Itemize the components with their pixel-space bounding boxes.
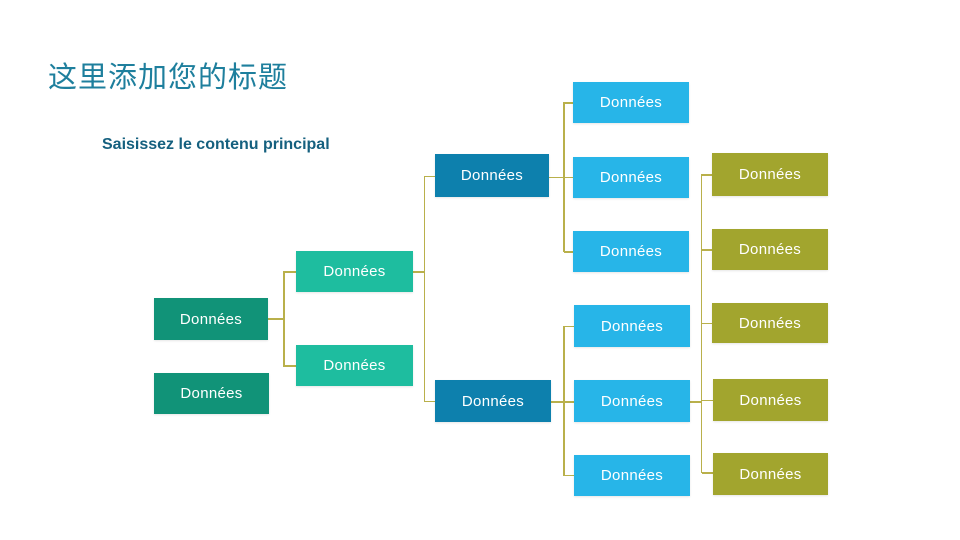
node-cyan-4: Données bbox=[574, 305, 690, 347]
connector-to-olive-5 bbox=[702, 472, 713, 474]
node-cyan-3: Données bbox=[573, 231, 689, 272]
node-cyan-2: Données bbox=[573, 157, 689, 198]
connector-to-olive-3 bbox=[702, 322, 712, 324]
connector-to-teal-2 bbox=[284, 365, 296, 367]
connector-to-cyan-3 bbox=[564, 251, 573, 253]
node-teal-2: Données bbox=[296, 345, 413, 386]
node-cyan-1: Données bbox=[573, 82, 689, 123]
node-olive-2: Données bbox=[712, 229, 828, 270]
connector-rail-level3 bbox=[423, 175, 425, 402]
node-blue-2: Données bbox=[435, 380, 551, 422]
connector-teal-arm bbox=[413, 271, 424, 273]
node-olive-1: Données bbox=[712, 153, 828, 196]
connector-rail-level4-bot bbox=[563, 325, 565, 476]
connector-to-cyan-6 bbox=[564, 474, 574, 476]
connector-to-blue-2 bbox=[425, 400, 435, 402]
connector-to-olive-4 bbox=[702, 399, 713, 401]
node-cyan-5: Données bbox=[574, 380, 690, 422]
connector-blue1-arm bbox=[549, 176, 573, 178]
node-cyan-6: Données bbox=[574, 455, 690, 496]
connector-cyan5-arm bbox=[690, 401, 701, 403]
node-olive-5: Données bbox=[713, 453, 828, 495]
connector-to-blue-1 bbox=[425, 175, 435, 177]
connector-rail-level5 bbox=[700, 174, 702, 473]
node-olive-3: Données bbox=[712, 303, 828, 343]
slide-subtitle: Saisissez le contenu principal bbox=[102, 136, 330, 153]
slide-title: 这里添加您的标题 bbox=[48, 62, 289, 94]
node-green-2: Données bbox=[154, 373, 269, 414]
node-blue-1: Données bbox=[435, 154, 549, 197]
connector-root-arm bbox=[268, 318, 283, 320]
connector-to-cyan-1 bbox=[564, 102, 573, 104]
connector-to-olive-1 bbox=[702, 174, 712, 176]
connector-to-cyan-4 bbox=[564, 325, 574, 327]
node-teal-1: Données bbox=[296, 251, 413, 292]
connector-to-olive-2 bbox=[702, 249, 712, 251]
connector-to-teal-1 bbox=[284, 271, 296, 273]
connector-blue2-arm bbox=[551, 401, 574, 403]
node-olive-4: Données bbox=[713, 379, 828, 421]
connector-rail-level2 bbox=[283, 271, 285, 367]
node-green-1: Données bbox=[154, 298, 268, 340]
connector-rail-level4-top bbox=[563, 102, 565, 252]
